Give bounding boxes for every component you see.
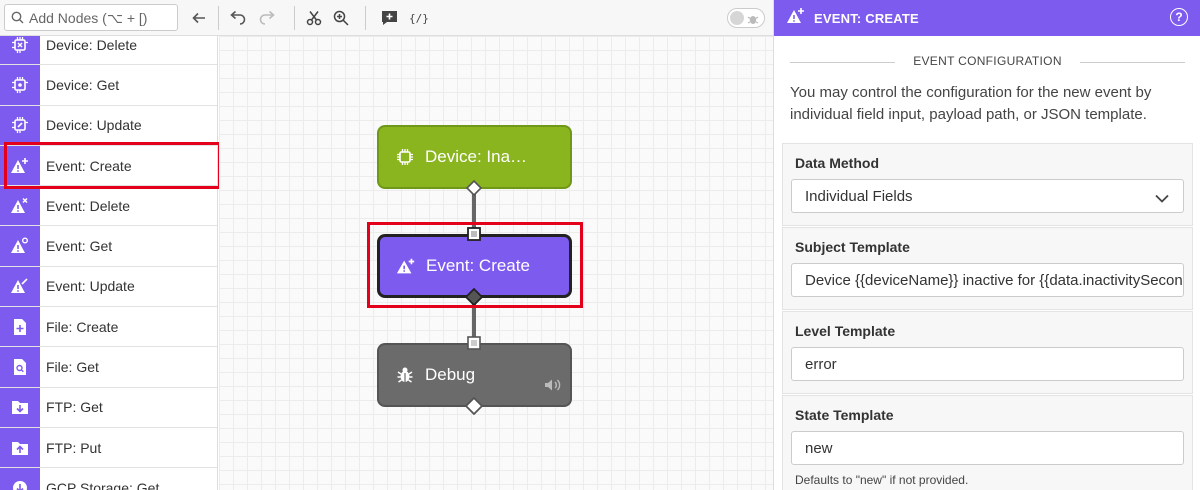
palette-item-label: File: Get (46, 359, 99, 376)
palette-item-file-get[interactable]: File: Get (0, 347, 217, 388)
palette-item-label: Device: Delete (46, 36, 138, 53)
warning-x-icon (0, 186, 40, 226)
search-icon (5, 11, 29, 24)
cloud-down-icon (0, 468, 40, 490)
palette-item-device-delete[interactable]: Device: Delete (0, 36, 217, 66)
level-template-field: Level Template (782, 311, 1193, 394)
collapse-arrow-icon[interactable] (188, 7, 210, 29)
chip-delete-icon (0, 36, 40, 65)
toolbar: {/} (0, 0, 773, 36)
connection-wire (472, 189, 476, 234)
node-debug[interactable]: Debug (377, 343, 572, 407)
output-port[interactable] (466, 180, 482, 196)
node-config-panel: EVENT: CREATE ? EVENT CONFIGURATION You … (773, 0, 1200, 490)
undo-icon[interactable] (227, 7, 249, 29)
palette-item-label: Event: Get (46, 238, 113, 255)
subject-template-input[interactable] (791, 263, 1184, 297)
section-description: You may control the configuration for th… (790, 84, 1152, 123)
select-value: Individual Fields (805, 187, 913, 205)
redo-icon[interactable] (256, 7, 278, 29)
connection-wire (472, 298, 476, 343)
field-label: Level Template (795, 323, 896, 339)
output-port[interactable] (465, 288, 483, 306)
chip-update-icon (0, 105, 40, 145)
field-label: Subject Template (795, 239, 910, 255)
zoom-icon[interactable] (330, 7, 352, 29)
palette-item-label: Device: Get (46, 76, 120, 93)
chip-icon (395, 148, 415, 166)
panel-title: EVENT: CREATE (814, 10, 919, 26)
level-template-input[interactable] (791, 347, 1184, 381)
node-palette: Device: Delete Device: Get Device: Updat… (0, 36, 218, 490)
palette-item-device-update[interactable]: Device: Update (0, 105, 217, 146)
palette-item-gcp-storage-get[interactable]: GCP Storage: Get (0, 468, 217, 490)
palette-item-device-get[interactable]: Device: Get (0, 65, 217, 106)
palette-item-label: File: Create (46, 318, 119, 335)
warning-edit-icon (0, 266, 40, 307)
warning-plus-icon (396, 257, 416, 276)
palette-item-label: FTP: Get (46, 399, 103, 416)
palette-item-label: Event: Update (46, 278, 135, 295)
palette-item-event-delete[interactable]: Event: Delete (0, 186, 217, 227)
add-nodes-input[interactable] (29, 9, 173, 26)
palette-item-event-create[interactable]: Event: Create (0, 145, 217, 187)
warning-plus-icon (786, 7, 806, 30)
bug-icon (395, 366, 415, 384)
field-label: Data Method (795, 155, 879, 171)
toolbar-divider (365, 6, 366, 30)
state-template-field: State Template Defaults to "new" if not … (782, 395, 1193, 490)
json-edit-icon[interactable]: {/} (408, 7, 434, 29)
node-label: Debug (425, 365, 476, 384)
panel-header: EVENT: CREATE ? (774, 0, 1200, 36)
data-method-select[interactable]: Individual Fields (791, 179, 1184, 213)
chevron-down-icon (1155, 190, 1169, 207)
toolbar-divider (218, 6, 219, 30)
state-template-input[interactable] (791, 431, 1184, 465)
palette-item-event-update[interactable]: Event: Update (0, 266, 217, 308)
volume-icon (544, 377, 562, 397)
toggle-knob (730, 11, 744, 25)
chip-get-icon (0, 65, 40, 105)
bug-icon (747, 12, 759, 30)
palette-item-event-get[interactable]: Event: Get (0, 226, 217, 267)
field-hint: Defaults to "new" if not provided. (795, 473, 969, 487)
folder-up-icon (0, 427, 40, 468)
node-device-inactivity[interactable]: Device: Ina… (377, 125, 572, 189)
toolbar-divider (294, 6, 295, 30)
help-icon[interactable]: ? (1170, 8, 1188, 26)
palette-item-ftp-put[interactable]: FTP: Put (0, 427, 217, 469)
node-label: Event: Create (426, 256, 530, 275)
file-plus-icon (0, 307, 40, 347)
palette-item-label: Device: Update (46, 117, 142, 134)
palette-item-file-create[interactable]: File: Create (0, 307, 217, 348)
input-port[interactable] (467, 336, 481, 350)
node-list: Device: Delete Device: Get Device: Updat… (0, 36, 217, 490)
folder-down-icon (0, 387, 40, 427)
palette-item-label: GCP Storage: Get (46, 479, 160, 490)
section-title: EVENT CONFIGURATION (790, 54, 1185, 68)
cut-icon[interactable] (303, 7, 325, 29)
add-nodes-search[interactable] (4, 4, 178, 31)
field-label: State Template (795, 407, 894, 423)
data-method-field: Data Method Individual Fields (782, 143, 1193, 226)
palette-item-ftp-get[interactable]: FTP: Get (0, 387, 217, 428)
subject-template-field: Subject Template (782, 227, 1193, 310)
palette-item-label: FTP: Put (46, 439, 102, 456)
output-port[interactable] (465, 397, 483, 415)
palette-item-label: Event: Delete (46, 197, 131, 214)
palette-item-label: Event: Create (46, 157, 132, 174)
debug-toggle[interactable] (727, 8, 765, 28)
workflow-canvas[interactable]: Device: Ina… Event: Create Debug (219, 36, 773, 490)
file-search-icon (0, 347, 40, 387)
input-port[interactable] (467, 227, 481, 241)
node-label: Device: Ina… (425, 147, 528, 166)
svg-text:{/}: {/} (409, 12, 429, 25)
warning-plus-icon (0, 145, 40, 186)
add-comment-icon[interactable] (378, 7, 400, 29)
warning-search-icon (0, 226, 40, 266)
